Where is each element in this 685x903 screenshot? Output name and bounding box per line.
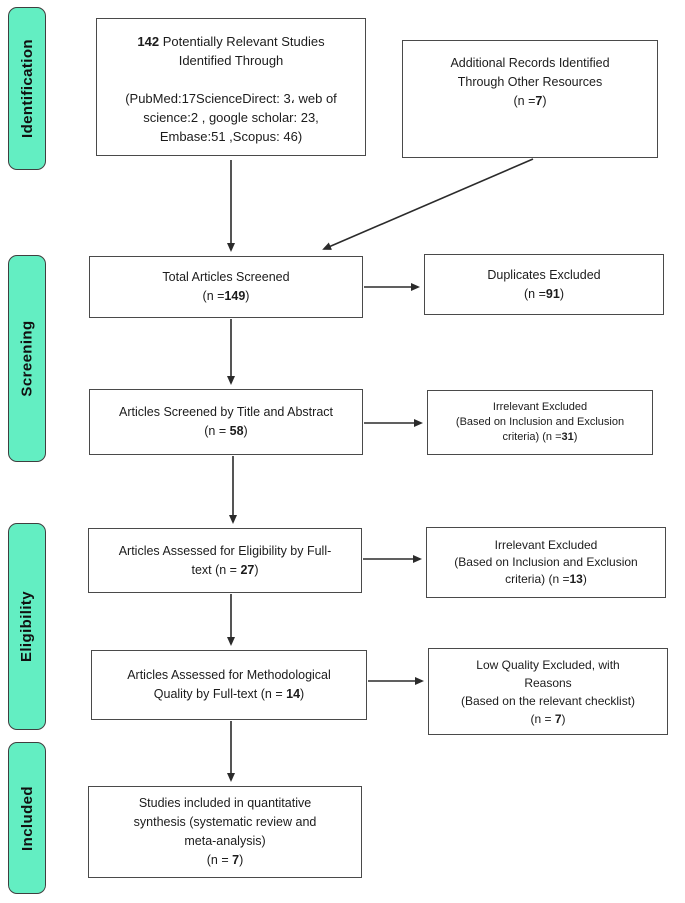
box-eligibility-fulltext: Articles Assessed for Eligibility by Ful… [88, 528, 362, 593]
box-irrelevant-excluded-1: Irrelevant Excluded(Based on Inclusion a… [427, 390, 653, 455]
stage-included: Included [8, 742, 46, 894]
box-title-abstract-screened: Articles Screened by Title and Abstract(… [89, 389, 363, 455]
stage-included-label: Included [18, 785, 36, 851]
stage-eligibility: Eligibility [8, 523, 46, 730]
stage-eligibility-label: Eligibility [18, 590, 36, 663]
stage-screening: Screening [8, 255, 46, 462]
box-duplicates-excluded: Duplicates Excluded(n =91) [424, 254, 664, 315]
stage-identification-label: Identification [18, 39, 36, 138]
stage-screening-label: Screening [18, 320, 36, 397]
stage-identification: Identification [8, 7, 46, 170]
box-total-screened: Total Articles Screened(n =149) [89, 256, 363, 318]
box-irrelevant-excluded-2: Irrelevant Excluded(Based on Inclusion a… [426, 527, 666, 598]
arrow-additional-to-screened [322, 158, 534, 250]
